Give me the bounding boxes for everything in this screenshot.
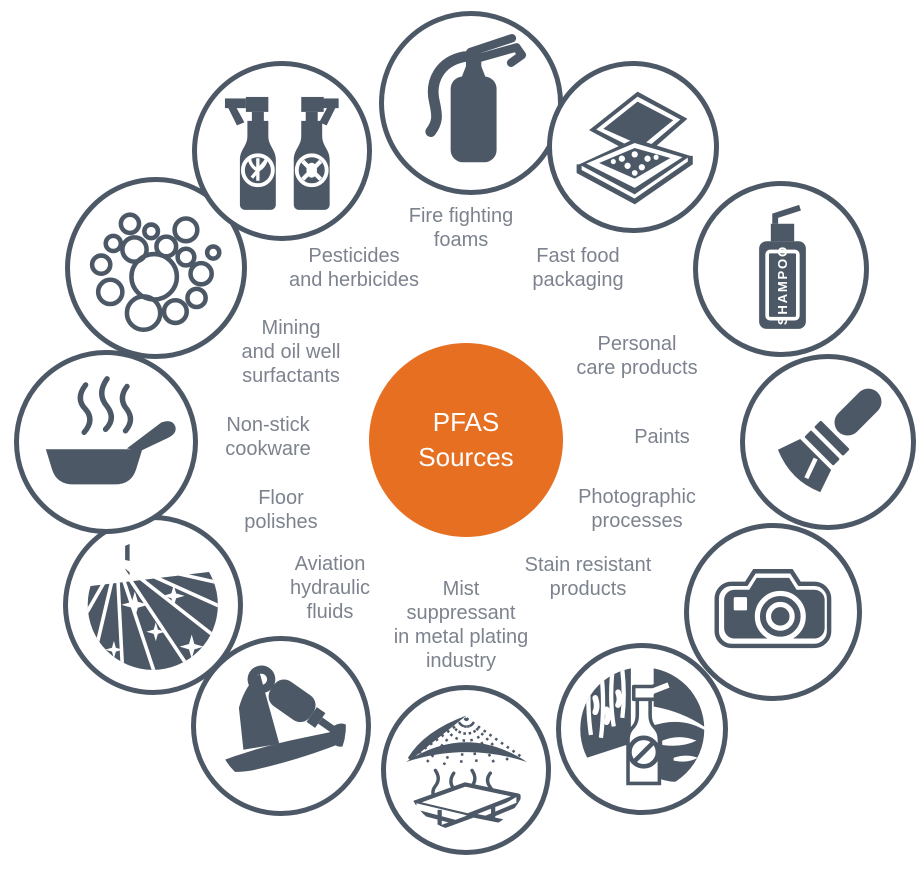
source-circle-personal-care-products: SHAMPOO xyxy=(693,181,869,357)
pesticide-spray-bottles-icon xyxy=(225,97,339,211)
source-circle-pesticides-herbicides xyxy=(192,61,372,241)
source-circle-stain-resistant-products xyxy=(556,643,728,815)
source-circle-fast-food-packaging xyxy=(547,61,719,233)
source-circle-photographic-processes xyxy=(684,523,862,701)
paint-brush-icon xyxy=(777,388,882,493)
label-mining-surfactants: Mining and oil well surfactants xyxy=(241,317,341,387)
shampoo-bottle-icon: SHAMPOO xyxy=(759,204,806,329)
source-circle-fire-fighting-foams xyxy=(379,11,563,195)
shampoo-text: SHAMPOO xyxy=(775,245,790,325)
metal-beam-mist-icon xyxy=(405,715,527,832)
camera-icon xyxy=(714,569,832,649)
source-circle-paints xyxy=(740,354,916,530)
label-mist-suppressant: Mist suppressant in metal plating indust… xyxy=(393,578,529,672)
label-photographic-processes: Photographic processes xyxy=(578,486,696,532)
center-title: PFAS Sources xyxy=(369,343,563,537)
label-floor-polishes: Floor polishes xyxy=(244,487,318,533)
source-circle-non-stick-cookware xyxy=(14,350,198,534)
aircraft-hydraulic-cylinder-icon xyxy=(215,665,347,773)
label-fire-fighting-foams: Fire fighting foams xyxy=(408,205,514,251)
label-personal-care-products: Personal care products xyxy=(576,333,698,379)
source-circle-aviation-hydraulic-fluids xyxy=(191,636,371,816)
label-pesticides-herbicides: Pesticides and herbicides xyxy=(288,245,420,291)
source-circle-mist-suppressant xyxy=(381,685,551,855)
label-fast-food-packaging: Fast food packaging xyxy=(532,245,624,291)
label-stain-resistant-products: Stain resistant products xyxy=(524,554,652,600)
bubbles-icon xyxy=(90,212,222,333)
frying-pan-icon xyxy=(46,376,177,485)
label-aviation-hydraulic-fluids: Aviation hydraulic fluids xyxy=(289,553,371,623)
source-circle-floor-polishes xyxy=(63,515,243,695)
spray-bottle-no-stain-icon xyxy=(579,666,705,785)
fire-extinguisher-icon xyxy=(425,34,527,163)
label-non-stick-cookware: Non-stick cookware xyxy=(225,414,311,460)
label-paints: Paints xyxy=(634,426,690,448)
pizza-box-icon xyxy=(576,91,693,205)
shiny-floor-icon xyxy=(87,539,219,671)
